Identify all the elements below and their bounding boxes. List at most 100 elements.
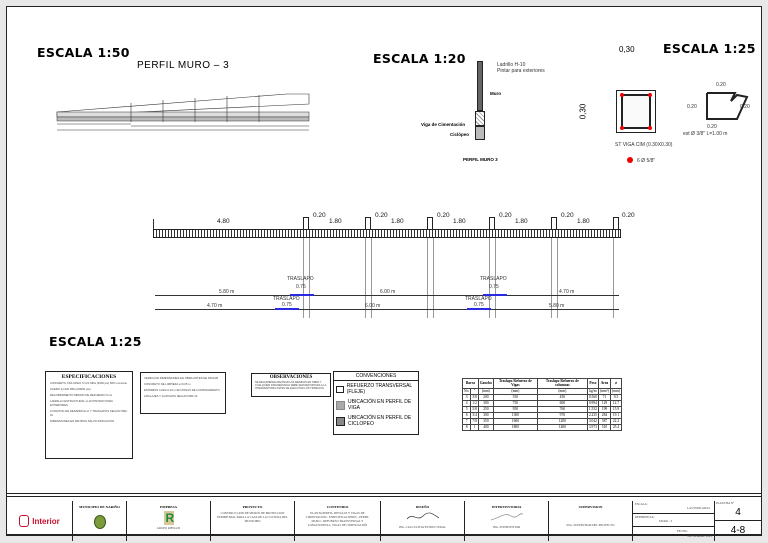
convenciones-title: CONVENCIONES (334, 372, 418, 381)
supervision-person: ING. SUPERVISOR DEL PROYECTO (566, 523, 615, 527)
coat-of-arms-icon (19, 515, 30, 527)
col-dim-5: 0.20 (561, 212, 574, 219)
beam-plan (153, 229, 621, 238)
bottom-bar-length-1: 4.70 m (207, 303, 223, 309)
rebar-legend-text: 6 Ø 5/8" (637, 158, 656, 164)
interventoria-cell: INTERVENTORIA ING. INTERVENTOR (465, 501, 549, 541)
plancha-of: 4-8 (730, 525, 746, 536)
wall-section (477, 61, 483, 111)
th-barra: Barra (462, 378, 479, 389)
convention-label-fleje: REFUERZO TRANSVERSAL (FLEJE) (346, 383, 412, 395)
scale-title-1-50: ESCALA 1:50 (37, 45, 130, 60)
span-dim-3: 1.80 (391, 218, 404, 225)
splice-label-top-1: TRASLAPO (287, 276, 314, 282)
span-dim-5: 1.80 (515, 218, 528, 225)
drawing-sheet: ESCALA 1:50 PERFIL MURO – 3 ESCALA 1:20 … (6, 6, 762, 541)
empresa-label: EMPRESA (159, 505, 178, 509)
span-dim-6: 1.80 (577, 218, 590, 225)
contenido-cell: CONTENIDO PLANTA PERFIL, DETALLE Y VIGAS… (295, 501, 381, 541)
fleje-icon (336, 385, 344, 393)
splice-label-bottom-1: TRASLAPO (273, 296, 300, 302)
col-dim-2: 0.20 (375, 212, 388, 219)
proyecto-label: PROYECTO (242, 505, 263, 509)
col-dim-1: 0.20 (313, 212, 326, 219)
scale-title-1-25-top: ESCALA 1:25 (663, 41, 756, 56)
viga-section (475, 111, 485, 126)
col-dim-6: 0.20 (622, 212, 635, 219)
convention-label-ciclopeo: UBICACIÓN EN PERFIL DE CICLOPEO (348, 415, 412, 427)
convention-label-viga: UBICACIÓN EN PERFIL DE VIGA (348, 399, 412, 411)
supervision-label: SUPERVISION (578, 505, 603, 509)
diseno-person: ING. CALCULISTA ESTRUCTURAL (398, 525, 447, 529)
especificaciones-box: ESPECIFICACIONES CONCRETO CICLOPEO f'c=2… (45, 371, 133, 459)
note-line: ESTRIBOS CADA 0.10 m EN ZONAS DE CONFINA… (144, 388, 220, 392)
bottom-splice-2 (467, 308, 491, 310)
referencia-value: MURO - 3 (659, 519, 673, 523)
spec-line: RECUBRIMIENTO MINIMO DE REFUERZO 5 cm (50, 393, 113, 397)
th-diametro: ø (610, 378, 622, 389)
splice-label-top-2: TRASLAPO (480, 276, 507, 282)
contenido-text: PLANTA PERFIL, DETALLE Y VIGAS DE CIMENT… (305, 511, 370, 527)
municipio-cell: MUNICIPIO DE NARIÑO (73, 501, 127, 541)
stirrup-bottom-dim: 0.20 (707, 124, 717, 130)
referencia-label: REFERENCIA: (635, 515, 655, 519)
stirrup-left-dim: 0.20 (687, 104, 697, 110)
splice-label-bottom-2: TRASLAPO (465, 296, 492, 302)
ciclopeo-label: Ciclópeo (450, 132, 470, 137)
beam-section (616, 90, 656, 133)
diseno-cell: DISEÑO ING. CALCULISTA ESTRUCTURAL (381, 501, 465, 541)
plancha-cell: PLANCHA N° 4 4-8 (715, 501, 761, 541)
top-bar-length-1: 5.80 m (219, 289, 235, 295)
fecha-label: FECHA: (677, 529, 688, 533)
supervision-cell: SUPERVISION ING. SUPERVISOR DEL PROYECTO (549, 501, 633, 541)
convenciones-box: CONVENCIONES REFUERZO TRANSVERSAL (FLEJE… (333, 371, 419, 435)
beam-caption: ST VIGA CIM (0.30X0.30) (615, 142, 673, 148)
spec-line: DIMENSIONES EN METROS SALVO INDICACION (50, 419, 115, 423)
ciclopeo-section (475, 126, 485, 140)
span-dim-4: 1.80 (453, 218, 466, 225)
notas-box: VERIFICAR DIMENSIONES EN OBRA ANTES DE I… (140, 372, 226, 414)
interventoria-signature-icon (490, 513, 523, 521)
cell: 8 (461, 423, 472, 431)
th-area: Area (597, 378, 612, 389)
section-height-dim: 0,30 (578, 103, 588, 120)
observaciones-box: OBSERVACIONES SE RECOMIENDA REVISAR LAS … (251, 373, 331, 397)
top-splice-2 (483, 294, 507, 296)
bottom-rebar-line (155, 309, 619, 310)
th-peso: Peso (586, 378, 599, 389)
stirrup-right-dim: 0.20 (740, 104, 750, 110)
muro-label: Muro (490, 91, 501, 96)
spec-line: CONCRETO CICLOPEO f'c=21 MPa (3000 psi) … (50, 381, 128, 385)
municipio-label: MUNICIPIO DE NARIÑO (79, 505, 120, 509)
cell: 25.4 (610, 423, 622, 431)
escala-label: ESCALA: (635, 502, 648, 506)
scale-title-1-20: ESCALA 1:20 (373, 51, 466, 66)
interventoria-person: ING. INTERVENTOR (492, 525, 521, 529)
brick-callout: Ladrillo H-10 (497, 62, 526, 68)
span-dim-2: 1.80 (329, 218, 342, 225)
observaciones-text: SE RECOMIENDA REVISAR LAS MEDIDAS EN OBR… (255, 381, 327, 390)
th-traslapo-vigas: Traslapo Refuerzo de Vigas (492, 378, 538, 389)
municipio-shield-icon (93, 515, 106, 529)
cell: 1 (470, 423, 479, 431)
splice-length-bottom-2: 0.75 (474, 302, 484, 308)
viga-hatch-icon (336, 400, 345, 410)
col-dim-3: 0.20 (437, 212, 450, 219)
escala-value: LAS INDICADAS (687, 506, 710, 510)
interior-logo-text: Interior (32, 516, 60, 526)
brick-callout-sub: Pintar para exteriores (497, 68, 545, 74)
spec-line: ACERO fy=420 MPa (60000 psi) (50, 387, 91, 391)
rebar-table: Barra Gancho Traslapo Refuerzo de Vigas … (461, 378, 622, 431)
span-dim-1: 4.80 (217, 218, 230, 225)
contenido-label: CONTENIDO (326, 505, 349, 509)
info-cell: ESCALA: LAS INDICADAS REFERENCIA: MURO -… (633, 501, 715, 541)
splice-length-top-1: 0.75 (296, 284, 306, 290)
col-dim-4: 0.20 (499, 212, 512, 219)
perfil-muro-title: PERFIL MURO – 3 (137, 60, 230, 71)
rebar-legend-icon (627, 157, 633, 163)
especificaciones-title: ESPECIFICACIONES (61, 374, 117, 380)
top-bar-length-3: 4.70 m (559, 289, 575, 295)
fecha-value: SEPTIEMBRE 2023 (686, 534, 712, 538)
